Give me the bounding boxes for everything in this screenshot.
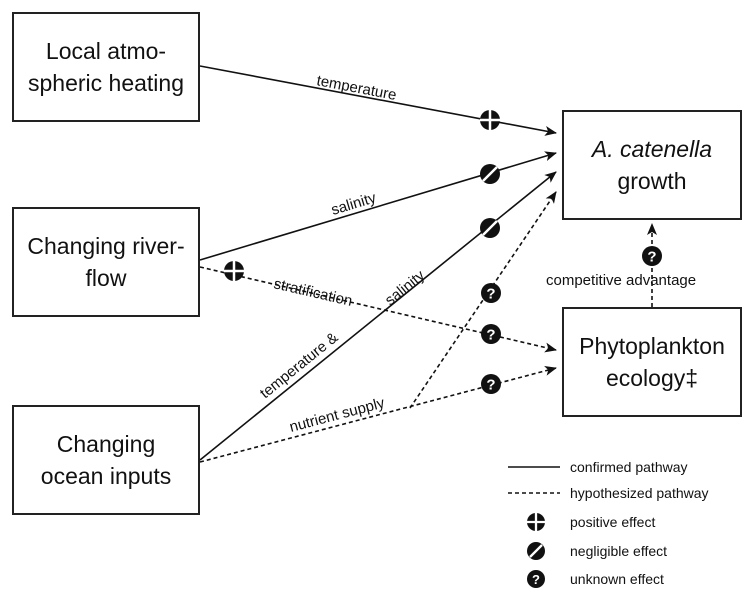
phyto-line2: ecology‡ — [605, 365, 699, 391]
ocean-line1: Changing — [56, 430, 156, 457]
unknown-effect-icon: ? — [481, 324, 501, 344]
edge-ocean-to-phyto — [199, 365, 557, 463]
unknown-effect-icon: ? — [527, 570, 545, 588]
edge-ocean-to-growth — [199, 171, 557, 461]
atmos-line1: Local atmo- — [45, 37, 167, 64]
unknown-effect-icon: ? — [481, 374, 501, 394]
label-competitive-advantage: competitive advantage — [546, 272, 696, 289]
legend-positive-label: positive effect — [570, 514, 655, 530]
label-stratification: stratification — [272, 275, 354, 310]
positive-effect-icon — [480, 110, 500, 130]
positive-effect-icon — [527, 513, 545, 531]
svg-text:?: ? — [486, 286, 495, 303]
label-salinity-ocean: salinity — [382, 267, 429, 309]
box-phytoplankton-ecology: Phytoplankton ecology‡ — [562, 307, 742, 417]
box-local-atmospheric-heating: Local atmo- spheric heating — [12, 12, 200, 122]
negligible-effect-icon — [527, 542, 545, 560]
legend-unknown-label: unknown effect — [570, 571, 664, 587]
legend-confirmed-label: confirmed pathway — [570, 459, 688, 475]
unknown-effect-icon: ? — [481, 283, 501, 303]
box-a-catenella-growth: A. catenella growth — [562, 110, 742, 220]
box-changing-ocean-inputs: Changing ocean inputs — [12, 405, 200, 515]
negligible-effect-icon — [480, 164, 500, 184]
growth-line1: A. catenella — [591, 135, 713, 162]
legend: confirmed pathway hypothesized pathway p… — [508, 459, 709, 588]
label-temperature-and: temperature & — [257, 329, 342, 402]
edge-nutrient-to-growth — [409, 191, 557, 409]
unknown-effect-icon: ? — [642, 246, 662, 266]
svg-text:?: ? — [532, 572, 540, 587]
legend-hypothesized-label: hypothesized pathway — [570, 485, 709, 501]
svg-text:?: ? — [486, 377, 495, 394]
edge-river-to-growth — [199, 151, 557, 261]
svg-text:?: ? — [486, 327, 495, 344]
edge-river-to-phyto — [199, 266, 557, 353]
positive-effect-icon — [224, 261, 244, 281]
label-temperature: temperature — [315, 72, 398, 104]
growth-line2: growth — [617, 168, 687, 194]
river-line1: Changing river- — [27, 232, 185, 259]
phyto-line1: Phytoplankton — [579, 332, 725, 359]
ocean-line2: ocean inputs — [40, 463, 172, 489]
legend-negligible-label: negligible effect — [570, 543, 667, 559]
atmos-line2: spheric heating — [28, 70, 184, 96]
negligible-effect-icon — [480, 218, 500, 238]
svg-text:?: ? — [647, 249, 656, 266]
river-line2: flow — [85, 265, 127, 291]
label-nutrient-supply: nutrient supply — [288, 394, 387, 435]
box-changing-riverflow: Changing river- flow — [12, 207, 200, 317]
